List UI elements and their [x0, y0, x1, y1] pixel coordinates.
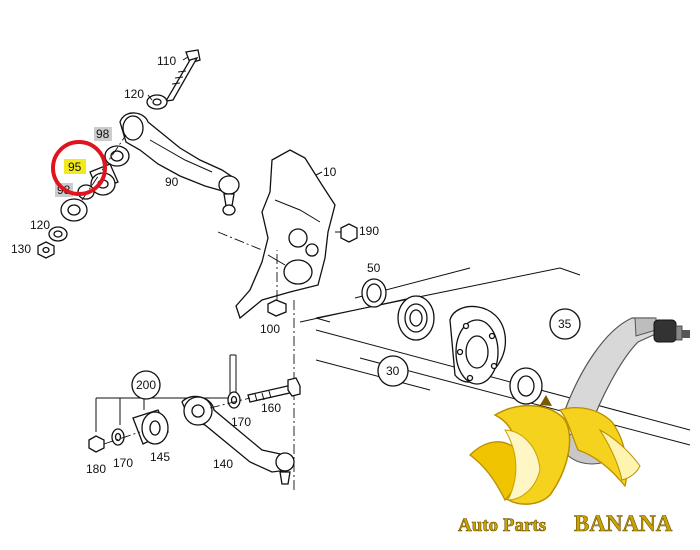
label-160: 160 — [261, 401, 281, 415]
bushing-98-top — [104, 145, 130, 167]
washer-120-left — [48, 198, 88, 242]
label-98-top: 98 — [96, 127, 110, 141]
label-140: 140 — [213, 457, 233, 471]
logo-text-auto-parts: Auto Parts — [458, 515, 546, 536]
label-130: 130 — [11, 242, 31, 256]
label-120-top: 120 — [124, 87, 144, 101]
label-95: 95 — [68, 160, 82, 174]
bolt-110 — [164, 49, 201, 102]
nut-130 — [37, 241, 55, 259]
bolt-190 — [335, 223, 358, 243]
logo-text-banana: BANANA — [574, 511, 673, 536]
upper-arm-group — [37, 49, 240, 259]
label-95-marker — [64, 159, 86, 174]
label-50: 50 — [367, 261, 381, 275]
label-110: 110 — [157, 54, 176, 68]
label-170-left: 170 — [113, 456, 133, 470]
washer-120-top — [146, 94, 168, 110]
label-10: 10 — [323, 165, 337, 179]
lower-arm-group — [88, 354, 301, 485]
label-90: 90 — [165, 175, 179, 189]
knuckle-10 — [235, 149, 336, 320]
hub-assembly — [299, 267, 691, 446]
label-30: 30 — [386, 364, 400, 378]
banana-icon — [469, 395, 641, 505]
upper-arm-90 — [119, 112, 240, 216]
label-180: 180 — [86, 462, 106, 476]
label-145: 145 — [150, 450, 170, 464]
callout-30 — [377, 355, 409, 387]
label-98-top-box — [94, 127, 112, 141]
label-35: 35 — [558, 317, 572, 331]
brand-logo: Auto Parts BANANA — [458, 317, 690, 536]
label-190: 190 — [359, 224, 379, 238]
callouts: 110 120 98 98 95 90 120 130 10 190 50 10… — [11, 54, 581, 476]
label-170-right: 170 — [231, 415, 251, 429]
callout-35 — [549, 308, 581, 340]
highlight-circle — [51, 140, 107, 196]
callout-200 — [131, 370, 161, 400]
nut-100 — [267, 250, 287, 317]
label-200: 200 — [136, 378, 156, 392]
label-120-left: 120 — [30, 218, 50, 232]
label-100: 100 — [260, 322, 280, 336]
